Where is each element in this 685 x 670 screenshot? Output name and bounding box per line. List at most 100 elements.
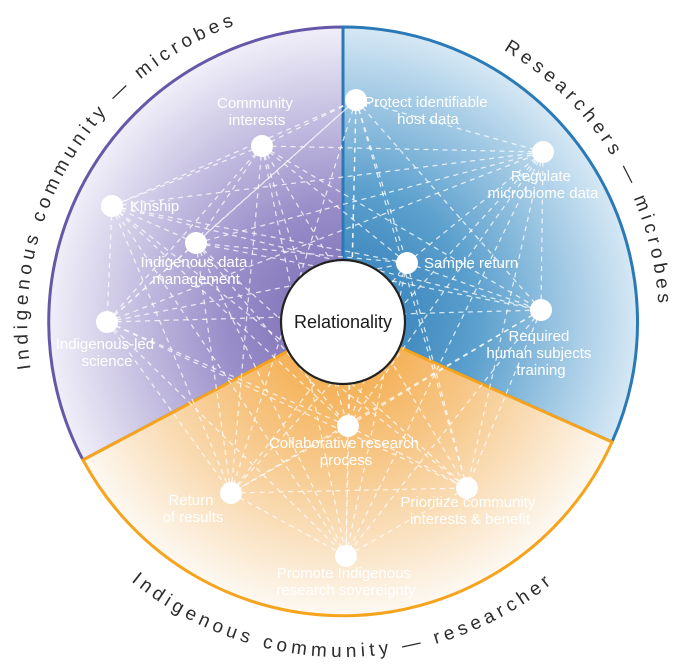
node-label-line: of results xyxy=(163,509,224,526)
node-promote-indigenous-research-sovereignty: Promote Indigenous research sovereignty xyxy=(276,545,416,599)
node-dot-sample-return xyxy=(396,252,418,274)
node-label-line: Collaborative research xyxy=(269,435,419,452)
node-kinship: Kinship xyxy=(101,195,179,217)
node-collaborative-research-process: Collaborative research process xyxy=(269,415,419,469)
connection-line xyxy=(195,151,544,244)
connection-line xyxy=(345,309,542,557)
node-dot-indigenous-led-science xyxy=(96,311,118,333)
node-label-line: Indigenous-led xyxy=(56,336,154,353)
node-required-human-subjects-training: Required human subjects training xyxy=(486,299,595,379)
connection-line xyxy=(345,425,349,557)
connection-line xyxy=(261,145,542,311)
node-label-line: Required xyxy=(508,328,569,345)
connection-line xyxy=(406,151,544,264)
connection-line xyxy=(111,99,357,207)
node-label-required-human-subjects-training: Required human subjects training xyxy=(486,328,595,379)
node-dot-collaborative-research-process xyxy=(337,415,359,437)
connection-line xyxy=(230,425,349,494)
node-label-line: Sample return xyxy=(424,255,518,272)
node-label-protect-identifiable-host-data: Protect identifiable host data xyxy=(364,94,492,128)
connection-line xyxy=(106,321,349,427)
connection-line xyxy=(111,205,542,311)
connection-line xyxy=(195,242,347,557)
connection-line xyxy=(230,492,347,557)
connection-line xyxy=(230,487,468,494)
node-label-indigenous-data-management: Indigenous data management xyxy=(141,254,252,288)
connection-line xyxy=(355,99,468,489)
node-community-interests: Community interests xyxy=(217,95,297,157)
node-label-return-of-results: Return of results xyxy=(163,492,224,526)
connection-line xyxy=(261,99,357,147)
sector-researchers-microbes xyxy=(341,25,639,444)
node-label-indigenous-led-science: Indigenous-led science xyxy=(56,336,159,370)
node-protect-identifiable-host-data: Protect identifiable host data xyxy=(345,89,492,128)
connection-line xyxy=(355,99,544,153)
node-label-line: process xyxy=(320,452,373,469)
node-label-line: interests & benefit xyxy=(410,511,531,528)
node-label-line: microbiome data xyxy=(488,185,600,202)
node-label-line: host data xyxy=(397,111,459,128)
connection-line xyxy=(111,205,408,264)
node-label-prioritize-community-interests-benefit: Prioritize community interests & benefit xyxy=(400,494,539,528)
node-label-line: interests xyxy=(229,112,286,129)
connection-line xyxy=(195,242,408,264)
node-label-line: training xyxy=(516,362,565,379)
node-return-of-results: Return of results xyxy=(163,482,242,526)
node-label-line: Regulate xyxy=(511,168,571,185)
node-dot-regulate-microbiome-data xyxy=(532,141,554,163)
connection-line xyxy=(106,99,357,323)
node-dot-community-interests xyxy=(251,135,273,157)
connection-line xyxy=(347,151,544,427)
node-label-line: management xyxy=(152,271,240,288)
connection-line xyxy=(106,205,113,323)
center-label: Relationality xyxy=(294,312,392,332)
node-dot-prioritize-community-interests-benefit xyxy=(456,477,478,499)
center-circle xyxy=(279,258,407,386)
connection-line xyxy=(230,99,357,494)
connection-line xyxy=(406,262,542,311)
node-label-kinship: Kinship xyxy=(130,198,179,215)
node-sample-return: Sample return xyxy=(396,252,518,274)
connection-line xyxy=(111,205,347,557)
node-indigenous-data-management: Indigenous data management xyxy=(141,232,252,288)
node-dot-promote-indigenous-research-sovereignty xyxy=(335,545,357,567)
node-label-line: human subjects xyxy=(486,345,591,362)
connection-line xyxy=(106,151,544,323)
connection-line xyxy=(111,205,349,427)
node-dot-required-human-subjects-training xyxy=(530,299,552,321)
node-dot-kinship xyxy=(101,195,123,217)
node-label-promote-indigenous-research-sovereignty: Promote Indigenous research sovereignty xyxy=(276,565,416,599)
connection-line xyxy=(106,145,263,323)
connection-line xyxy=(195,242,349,427)
connection-line xyxy=(230,309,542,494)
node-dot-indigenous-data-management xyxy=(185,232,207,254)
connection-line xyxy=(406,262,468,489)
connection-line xyxy=(261,145,408,264)
connection-line xyxy=(106,321,232,494)
connection-line xyxy=(195,145,263,244)
node-label-community-interests: Community interests xyxy=(217,95,297,129)
node-label-line: Promote Indigenous xyxy=(277,565,411,582)
node-label-line: Protect identifiable xyxy=(364,94,487,111)
node-label-line: Prioritize community xyxy=(400,494,536,511)
connection-line xyxy=(466,151,544,489)
connection-line xyxy=(540,151,544,311)
connection-line xyxy=(345,151,544,557)
node-label-line: Indigenous data xyxy=(141,254,248,271)
node-dot-return-of-results xyxy=(220,482,242,504)
node-label-sample-return: Sample return xyxy=(424,255,518,272)
node-regulate-microbiome-data: Regulate microbiome data xyxy=(488,141,600,202)
node-indigenous-led-science: Indigenous-led science xyxy=(56,311,159,370)
connection-line xyxy=(106,262,408,323)
node-label-line: research sovereignty xyxy=(276,582,416,599)
node-label-regulate-microbiome-data: Regulate microbiome data xyxy=(488,168,600,202)
connection-line xyxy=(106,321,347,557)
connection-line xyxy=(347,425,468,489)
node-label-line: Return xyxy=(168,492,213,509)
connection-line xyxy=(466,309,542,489)
node-label-line: Community xyxy=(217,95,293,112)
node-prioritize-community-interests-benefit: Prioritize community interests & benefit xyxy=(400,477,539,528)
node-dot-protect-identifiable-host-data xyxy=(345,89,367,111)
